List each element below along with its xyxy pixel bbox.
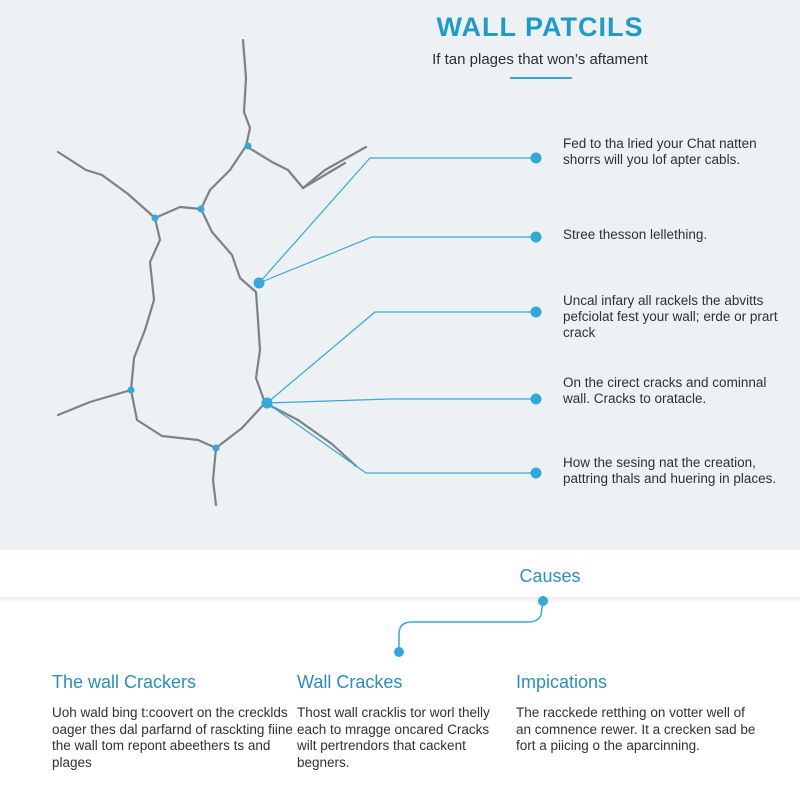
crack-diagram [56, 38, 542, 507]
causes-connector-dot [394, 647, 404, 657]
callout-line-1 [258, 157, 536, 284]
column-text-impications: The racckede retthing on votter well of … [516, 705, 756, 753]
callout-origin-dot [261, 397, 273, 409]
crack-node [127, 386, 135, 394]
crack-line-mid-join [153, 144, 248, 220]
crack-node [197, 205, 205, 213]
crack-line-right-branch [301, 161, 347, 190]
crack-node [212, 444, 220, 452]
crack-node [151, 214, 159, 222]
crack-line-top [241, 38, 252, 148]
callout-origin-dot [253, 277, 265, 289]
column-heading-wall-crackers: The wall Crackers [52, 672, 197, 692]
callout-end-dot [530, 306, 542, 318]
band-divider [0, 597, 800, 603]
callout-end-dot [530, 231, 542, 243]
diagram-panel [0, 0, 800, 550]
callout-line-4 [266, 398, 536, 404]
callout-line-3 [266, 311, 536, 404]
callout-note-2: Stree thesson lellething. [563, 227, 708, 242]
crack-line-left [56, 150, 157, 220]
crack-line-lower-left [56, 388, 133, 417]
callout-note-3: Uncal infary all rackels the abvitts pef… [563, 293, 778, 340]
causes-connector-dot [538, 596, 548, 606]
page-subtitle: If tan plages that won’s aftament [432, 51, 648, 68]
column-heading-wall-crackes: Wall Crackes [297, 672, 403, 692]
crack-line-loop-left [129, 216, 218, 450]
crack-node [244, 142, 252, 150]
callout-note-4: On the cirect cracks and cominnal wall. … [563, 375, 767, 406]
column-text-wall-crackes: Thost wall cracklis tor worl thelly each… [297, 705, 490, 770]
callout-end-dot [530, 152, 542, 164]
callout-end-dot [530, 393, 542, 405]
page-title: WALL PATCILS [436, 12, 644, 42]
causes-connector-line [398, 600, 544, 651]
column-heading-impications: Impications [516, 672, 608, 692]
causes-band [0, 552, 800, 598]
crack-line-upper-right [244, 144, 368, 190]
crack-line-bottom [211, 446, 218, 507]
crack-line-loop-right [199, 207, 267, 450]
crack-line-lower-right [263, 401, 358, 468]
causes-heading: Causes [519, 566, 581, 586]
callout-line-5 [266, 402, 536, 474]
title-underline [510, 77, 572, 79]
callout-line-2 [258, 236, 536, 284]
column-text-wall-crackers: Uoh wald bing t:coovert on the crecklds … [52, 705, 293, 770]
callout-note-1: Fed to tha lried your Chat natten shorrs… [563, 136, 757, 167]
callout-note-5: How the sesing nat the creation, pattrin… [563, 455, 777, 486]
callout-end-dot [530, 467, 542, 479]
